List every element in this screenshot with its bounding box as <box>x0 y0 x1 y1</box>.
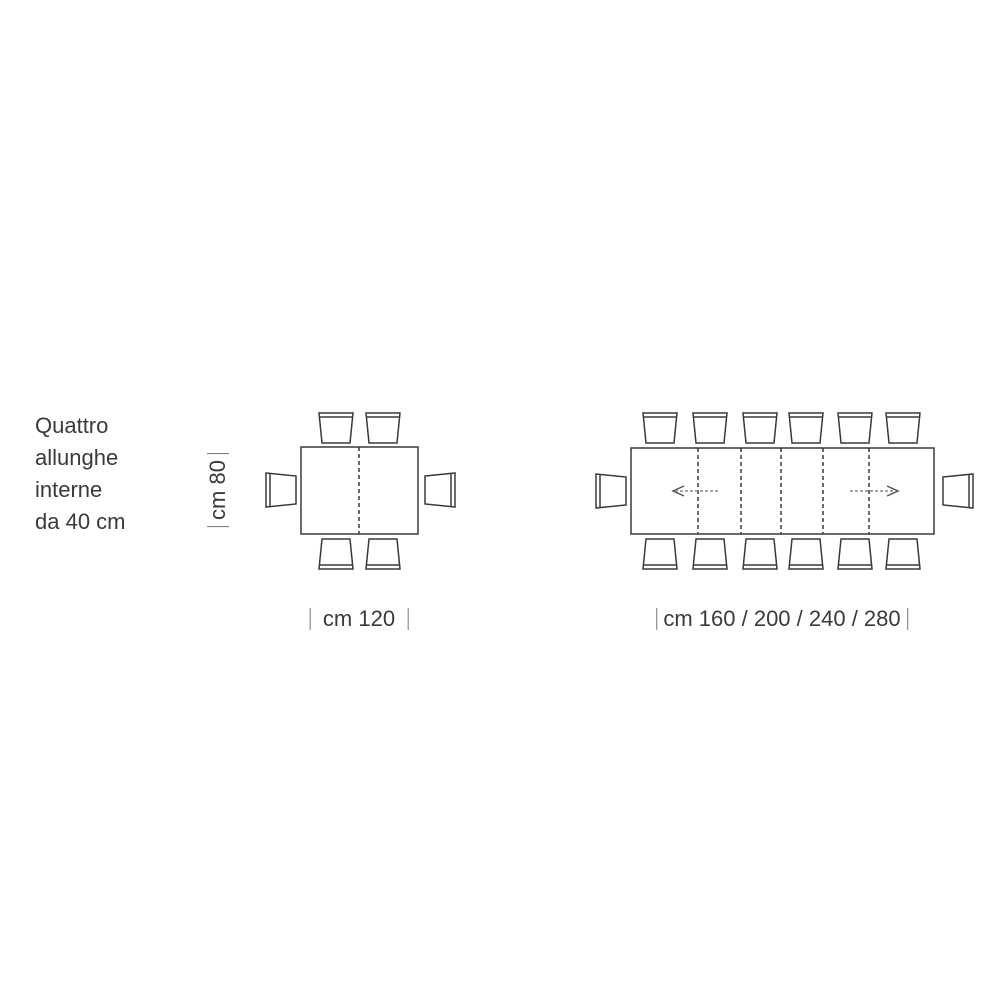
arrow-left-head-icon <box>671 485 685 497</box>
dimension-tick <box>407 608 409 630</box>
dimension-tick <box>309 608 311 630</box>
extended-length-label: cm 160 / 200 / 240 / 280 <box>663 606 901 631</box>
chair-icon <box>742 538 778 570</box>
chair-icon <box>318 538 354 570</box>
chair-icon <box>837 538 873 570</box>
extended-length-dimension: cm 160 / 200 / 240 / 280 <box>656 606 908 632</box>
chair-icon <box>365 412 401 444</box>
chair-icon <box>692 412 728 444</box>
chair-icon <box>885 412 921 444</box>
chair-icon <box>595 473 627 509</box>
closed-length-dimension: cm 120 <box>309 606 409 632</box>
closed-length-label: cm 120 <box>322 606 396 631</box>
chair-icon <box>788 412 824 444</box>
chair-icon <box>265 472 297 508</box>
dimension-tick <box>656 608 658 630</box>
table-extended <box>630 447 935 535</box>
note-line: Quattro <box>35 413 109 438</box>
chair-icon <box>885 538 921 570</box>
arrow-right-head-icon <box>886 485 900 497</box>
chair-icon <box>837 412 873 444</box>
dimension-tick <box>906 608 908 630</box>
chair-icon <box>642 412 678 444</box>
note-line: allunghe <box>35 445 119 470</box>
chair-icon <box>692 538 728 570</box>
chair-icon <box>318 412 354 444</box>
chair-icon <box>642 538 678 570</box>
chair-icon <box>365 538 401 570</box>
note-line: interne <box>35 477 103 502</box>
chair-icon <box>788 538 824 570</box>
chair-icon <box>742 412 778 444</box>
chair-icon <box>942 473 974 509</box>
extension-note: Quattro allunghe interne da 40 cm <box>35 410 126 538</box>
note-line: da 40 cm <box>35 509 126 534</box>
chair-icon <box>424 472 456 508</box>
